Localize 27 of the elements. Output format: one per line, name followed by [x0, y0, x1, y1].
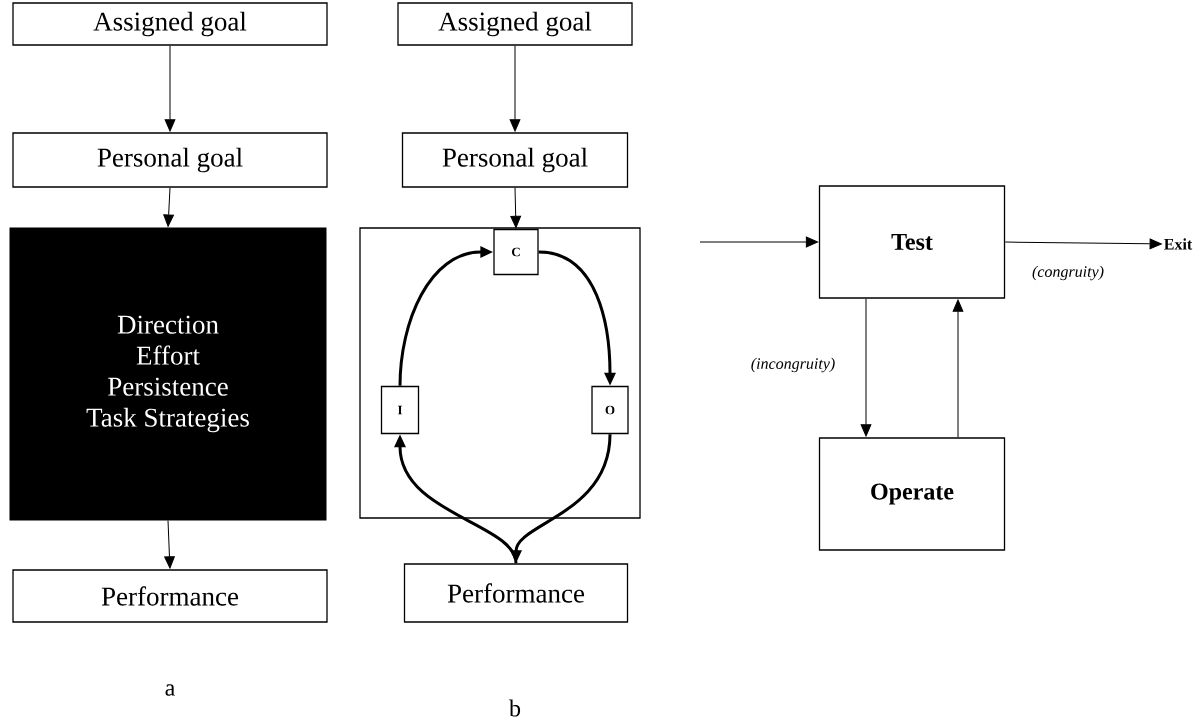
edge-label: (incongruity) — [749, 356, 837, 374]
arrow — [510, 187, 522, 229]
process-box: Test — [818, 185, 1006, 299]
arrow — [164, 45, 176, 132]
process-box: Direction Effort Persistence Task Strategies — [9, 227, 327, 521]
arrow — [163, 187, 174, 227]
process-box: Performance — [403, 563, 629, 623]
letter-box: C — [493, 228, 539, 276]
letter-box: I — [380, 385, 420, 435]
arrow — [699, 236, 819, 248]
process-box: Operate — [818, 437, 1006, 551]
exit-label: Exit — [1164, 238, 1193, 250]
arrow — [860, 298, 872, 437]
process-box: Personal goal — [12, 132, 328, 188]
arrow — [952, 299, 964, 438]
arrow — [1004, 238, 1162, 250]
process-box: Assigned goal — [397, 2, 633, 46]
panel-label: b — [509, 699, 521, 717]
process-box: Performance — [12, 569, 328, 623]
letter-box: O — [591, 385, 629, 435]
arrow — [509, 45, 521, 132]
edge-label: (congruity) — [1031, 264, 1105, 282]
container-box — [359, 227, 641, 519]
process-box: Assigned goal — [12, 2, 328, 46]
process-box: Personal goal — [401, 132, 629, 188]
arrow — [164, 520, 175, 569]
panel-label: a — [165, 684, 175, 696]
